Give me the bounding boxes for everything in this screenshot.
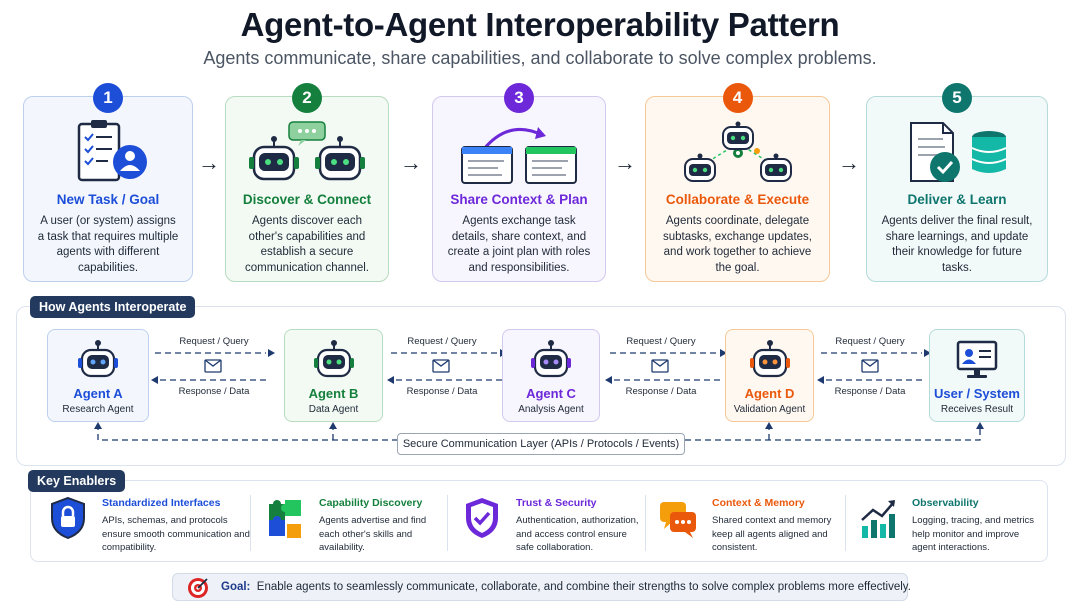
request-label: Request / Query [835, 336, 905, 347]
step-title: Collaborate & Execute [665, 192, 810, 207]
divider [645, 495, 646, 551]
shield-lock-icon [51, 496, 85, 540]
secure-communication-layer: Secure Communication Layer (APIs / Proto… [397, 433, 685, 455]
robot-network-icon [646, 119, 829, 189]
agent-name: Agent B [308, 386, 359, 401]
step-title: New Task / Goal [56, 192, 160, 207]
step-card-share-context: 3 Share Context & Plan Agents exchange t… [432, 83, 606, 282]
goal-label: Goal: [221, 581, 251, 593]
flow-arrow-icon: → [198, 150, 220, 175]
growth-chart-icon [861, 500, 895, 538]
puzzle-icon [269, 500, 301, 538]
step-number: 4 [722, 83, 753, 113]
step-description: Agents deliver the final result, share l… [881, 215, 1033, 274]
agent-role: Data Agent [308, 404, 359, 415]
target-icon [188, 578, 208, 598]
flow-arrow-icon: → [400, 150, 422, 175]
goal-banner: Goal: Enable agents to seamlessly commun… [172, 573, 911, 601]
monitor-user-icon [956, 340, 998, 378]
agent-card-a: Agent A Research Agent [47, 329, 149, 422]
page-title: Agent-to-Agent Interoperability Pattern [240, 6, 840, 43]
agent-role: Receives Result [940, 404, 1014, 415]
document-database-icon [867, 119, 1047, 189]
enabler-standardized-interfaces: Standardized Interfaces APIs, schemas, a… [34, 492, 254, 556]
robot-icon [749, 340, 790, 378]
enabler-title: Trust & Security [516, 497, 597, 509]
step-card-deliver: 5 Deliver & Learn Agents deliver the fin… [866, 83, 1048, 282]
request-label: Request / Query [407, 336, 477, 347]
step-card-collaborate: 4 Collabora [645, 83, 830, 282]
chat-bubbles-icon [660, 502, 696, 538]
enabler-title: Standardized Interfaces [102, 497, 221, 509]
enabler-context-memory: Context & Memory Shared context and memo… [644, 492, 844, 556]
agent-role: Research Agent [62, 404, 134, 415]
user-system-card: User / System Receives Result [929, 329, 1025, 422]
agent-card-b: Agent B Data Agent [284, 329, 383, 422]
enabler-description: APIs, schemas, and protocols ensure smoo… [102, 515, 250, 553]
flow-arrow-icon: → [614, 150, 636, 175]
enabler-capability-discovery: Capability Discovery Agents advertise an… [251, 492, 451, 556]
step-description: Agents discover each other's capabilitie… [244, 215, 369, 274]
enablers-section-label: Key Enablers [28, 470, 126, 492]
step-card-new-task: 1 New Task / Goal A user (or system) ass… [23, 83, 193, 282]
enabler-description: Shared context and memory keep all agent… [712, 515, 832, 553]
agent-role: Analysis Agent [518, 404, 584, 415]
step-description: A user (or system) assigns a task that r… [37, 215, 179, 274]
step-number: 3 [504, 83, 534, 113]
page-subtitle: Agents communicate, share capabilities, … [203, 48, 877, 68]
response-label: Response / Data [834, 386, 906, 397]
robots-chat-icon [226, 119, 388, 189]
divider [250, 495, 251, 551]
agent-role: Validation Agent [733, 404, 806, 415]
step-number: 1 [93, 83, 123, 113]
enabler-title: Observability [912, 497, 979, 509]
agent-name: Agent A [73, 386, 123, 401]
robot-icon [313, 340, 354, 378]
step-number: 5 [942, 83, 972, 113]
step-description: Agents coordinate, delegate subtasks, ex… [663, 215, 812, 274]
agent-card-d: Agent D Validation Agent [725, 329, 814, 422]
step-number: 2 [292, 83, 322, 113]
response-label: Response / Data [625, 386, 697, 397]
step-title: Share Context & Plan [450, 192, 588, 207]
agent-name: User / System [934, 386, 1020, 401]
flow-arrow-icon: → [838, 150, 860, 175]
robot-icon [78, 340, 118, 378]
step-description: Agents exchange task details, share cont… [447, 215, 591, 274]
enabler-title: Capability Discovery [319, 497, 423, 509]
robot-icon [531, 340, 571, 378]
request-label: Request / Query [626, 336, 696, 347]
share-windows-icon [433, 119, 605, 189]
clipboard-user-icon [24, 119, 192, 189]
enabler-description: Authentication, authorization, and acces… [516, 515, 639, 553]
enablers-panel [30, 480, 1048, 562]
response-label: Response / Data [178, 386, 250, 397]
step-card-discover: 2 Discover & Connect Agents discover eac… [225, 83, 389, 282]
goal-text: Enable agents to seamlessly communicate,… [256, 581, 911, 593]
step-title: Discover & Connect [242, 192, 372, 207]
enabler-description: Agents advertise and find each other's s… [319, 515, 427, 553]
enabler-title: Context & Memory [712, 497, 805, 509]
divider [845, 495, 846, 551]
interop-section-label: How Agents Interoperate [30, 296, 196, 318]
agent-name: Agent C [526, 386, 576, 401]
agent-card-c: Agent C Analysis Agent [502, 329, 600, 422]
response-label: Response / Data [406, 386, 478, 397]
request-label: Request / Query [179, 336, 249, 347]
agent-name: Agent D [744, 386, 795, 401]
shield-check-icon [466, 498, 498, 538]
interop-panel [16, 306, 1066, 466]
divider [447, 495, 448, 551]
step-title: Deliver & Learn [907, 192, 1007, 207]
enabler-description: Logging, tracing, and metrics help monit… [912, 515, 1034, 553]
enabler-observability: Observability Logging, tracing, and metr… [844, 492, 1044, 556]
enabler-trust-security: Trust & Security Authentication, authori… [448, 492, 648, 556]
